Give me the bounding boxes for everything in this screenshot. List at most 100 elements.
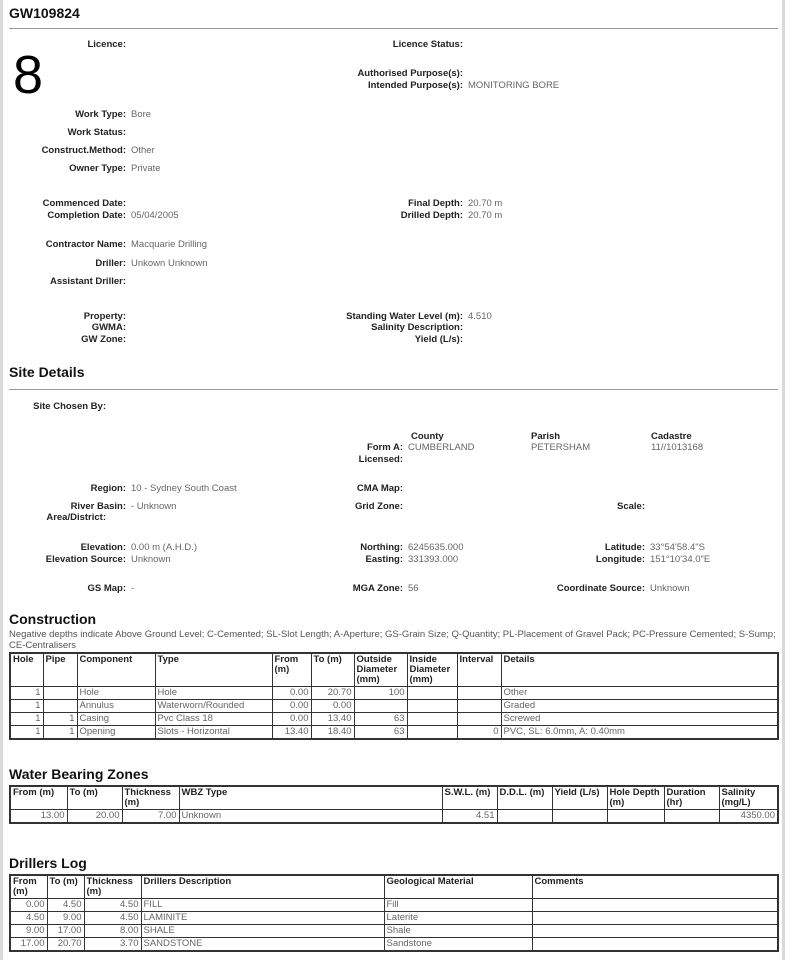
table-cell: Graded — [500, 699, 779, 713]
table-cell: 8.00 — [83, 924, 142, 938]
table-cell: 1 — [42, 725, 78, 740]
cma-map-label: CMA Map: — [356, 483, 403, 494]
table-cell: 3.70 — [83, 937, 142, 952]
column-header: From (m) — [271, 652, 312, 687]
table-cell — [406, 686, 458, 700]
column-header: Type — [154, 652, 273, 687]
longitude-label: Longitude: — [595, 554, 645, 565]
column-header: Outside Diameter (mm) — [353, 652, 408, 687]
marker-number: 8 — [13, 45, 44, 105]
table-cell: 17.00 — [46, 924, 85, 938]
latitude-label: Latitude: — [604, 542, 645, 553]
table-cell: 13.40 — [310, 712, 355, 726]
commenced-date-label: Commenced Date: — [42, 198, 126, 209]
site-chosen-by-label: Site Chosen By: — [33, 401, 106, 412]
table-cell: 20.70 — [46, 937, 85, 952]
table-cell: 4.50 — [83, 898, 142, 912]
gwma-label: GWMA: — [91, 322, 126, 333]
table-cell: 0.00 — [271, 712, 312, 726]
table-cell — [606, 809, 665, 824]
intended-purpose-label: Intended Purpose(s): — [367, 80, 463, 91]
parish-header: Parish — [531, 431, 561, 442]
table-cell: 13.40 — [271, 725, 312, 740]
table-cell — [531, 898, 779, 912]
northing-label: Northing: — [360, 542, 403, 553]
table-cell: 1 — [9, 686, 44, 700]
column-header: WBZ Type — [178, 785, 443, 810]
table-cell: 7.00 — [121, 809, 180, 824]
county-header: County — [411, 431, 444, 442]
table-cell: 20.70 — [310, 686, 355, 700]
gs-map-label: GS Map: — [87, 583, 126, 594]
completion-date-label: Completion Date: — [47, 210, 126, 221]
construct-method-label: Construct.Method: — [41, 145, 126, 156]
work-type-label: Work Type: — [75, 109, 126, 120]
completion-date-value: 05/04/2005 — [131, 210, 179, 221]
longitude-value: 151°10'34.0"E — [650, 554, 711, 565]
scale-label: Scale: — [617, 501, 645, 512]
header-row: From (m)To (m)Thickness (m)Drillers Desc… — [9, 874, 779, 899]
table-cell — [42, 699, 78, 713]
area-district-label: Area/District: — [46, 512, 106, 523]
final-depth-label: Final Depth: — [408, 198, 463, 209]
table-cell — [456, 686, 502, 700]
table-cell: 0.00 — [310, 699, 355, 713]
table-cell: PVC, SL: 6.0mm, A: 0.40mm — [500, 725, 779, 740]
yield-label: Yield (L/s): — [414, 334, 463, 345]
table-cell: Annulus — [76, 699, 156, 713]
table-cell: 9.00 — [46, 911, 85, 925]
drillers-log-table: From (m)To (m)Thickness (m)Drillers Desc… — [9, 874, 779, 952]
easting-value: 331393.000 — [408, 554, 459, 565]
licence-status-label: Licence Status: — [392, 39, 463, 50]
form-a-cadastre: 11//1013168 — [651, 442, 704, 453]
column-header: Drillers Description — [140, 874, 385, 899]
table-cell: 9.00 — [9, 924, 48, 938]
river-basin-label: River Basin: — [70, 501, 126, 512]
table-cell: 1 — [9, 712, 44, 726]
table-cell: 63 — [353, 712, 408, 726]
latitude-value: 33°54'58.4"S — [650, 542, 705, 553]
column-header: From (m) — [9, 874, 48, 899]
construction-heading: Construction — [9, 611, 97, 627]
table-cell: Casing — [76, 712, 156, 726]
contractor-name-label: Contractor Name: — [45, 239, 126, 250]
table-cell: Hole — [76, 686, 156, 700]
column-header: Details — [500, 652, 779, 687]
table-cell: SHALE — [140, 924, 385, 938]
column-header: To (m) — [46, 874, 85, 899]
table-cell: Screwed — [500, 712, 779, 726]
elevation-label: Elevation: — [80, 542, 126, 553]
column-header: Component — [76, 652, 156, 687]
table-cell: 20.00 — [66, 809, 123, 824]
table-cell: Fill — [383, 898, 533, 912]
drilled-depth-value: 20.70 m — [468, 210, 503, 221]
form-a-parish: PETERSHAM — [531, 442, 591, 453]
grid-zone-label: Grid Zone: — [354, 501, 403, 512]
wbz-heading: Water Bearing Zones — [9, 766, 149, 782]
licence-label: Licence: — [87, 39, 126, 50]
table-cell: 100 — [353, 686, 408, 700]
table-cell — [496, 809, 553, 824]
region-label: Region: — [90, 483, 126, 494]
table-cell: Pvc Class 18 — [154, 712, 273, 726]
table-cell: 1 — [9, 725, 44, 740]
gs-map-value: - — [131, 583, 135, 594]
property-label: Property: — [83, 311, 126, 322]
drillers-log-heading: Drillers Log — [9, 855, 87, 871]
mga-zone-value: 56 — [408, 583, 419, 594]
table-cell: 18.40 — [310, 725, 355, 740]
column-header: Geological Material — [383, 874, 533, 899]
table-cell: 63 — [353, 725, 408, 740]
table-cell: 13.00 — [9, 809, 68, 824]
table-cell: Slots - Horizontal — [154, 725, 273, 740]
table-cell — [456, 699, 502, 713]
table-cell: 4350.00 — [718, 809, 779, 824]
construct-method-value: Other — [131, 145, 155, 156]
swl-value: 4.510 — [468, 311, 492, 322]
